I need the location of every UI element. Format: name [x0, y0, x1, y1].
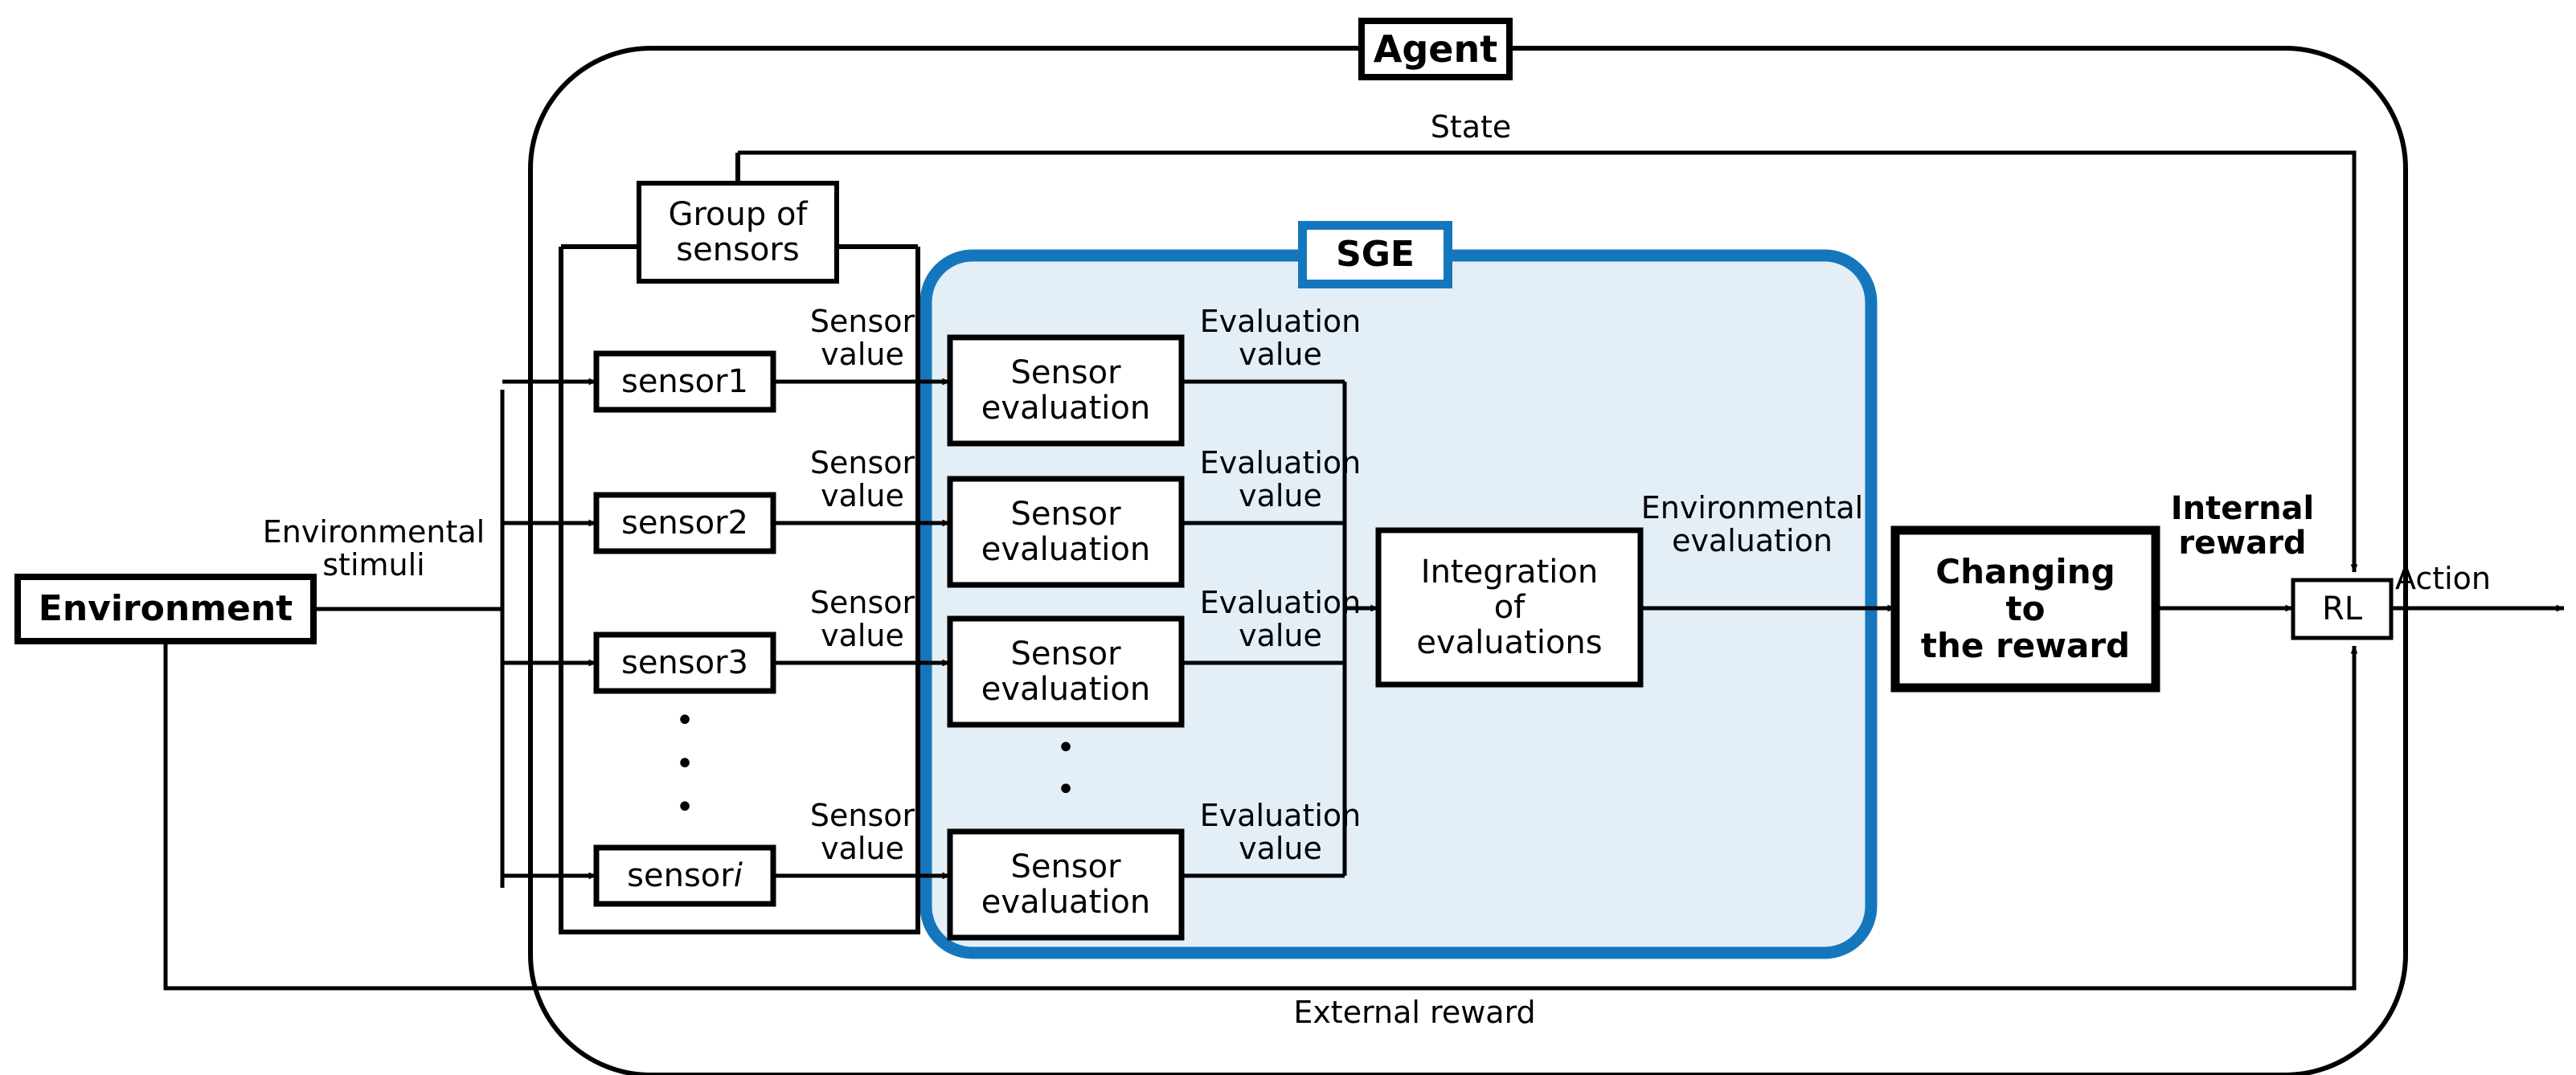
- sensor-evaluation-4-box: [947, 828, 1185, 941]
- integration-of-evaluations-label: Integration of evaluations: [1416, 554, 1603, 661]
- rl-label: RL: [2321, 591, 2363, 627]
- sensor-evaluation-1-label: Sensor evaluation: [981, 354, 1151, 427]
- environment-label: Environment: [38, 587, 293, 629]
- rl-box: [2291, 578, 2394, 640]
- group-of-sensors-label: Group of sensors: [668, 196, 808, 268]
- group-of-sensors-box: [637, 181, 839, 284]
- sge-label: SGE: [1336, 233, 1415, 275]
- agent-label: Agent: [1373, 27, 1498, 71]
- sensor-i-index: i: [733, 857, 743, 894]
- changing-to-the-reward-label: Changing to the reward: [1920, 551, 2131, 666]
- state-feedback-wire: [738, 150, 2358, 573]
- integration-of-evaluations-box: [1375, 527, 1644, 688]
- sensor-i-label: sensor: [627, 857, 734, 894]
- external-reward-wire: [163, 641, 2358, 991]
- changing-to-the-reward-box: [1890, 525, 2160, 693]
- agent-label-box: Agent: [1358, 18, 1513, 80]
- sensor-evaluation-3-label: Sensor evaluation: [981, 636, 1151, 708]
- sensor-i-label-wrap: sensor i: [596, 848, 773, 904]
- sensor-evaluation-2-box: [947, 476, 1185, 588]
- sensor-evaluation-3-box: [947, 615, 1185, 728]
- sensor-evaluation-1-box: [947, 334, 1185, 447]
- sge-label-box: SGE: [1298, 221, 1452, 288]
- sensor2-label: sensor2: [620, 505, 748, 542]
- agent-boundary: [528, 46, 2408, 1075]
- sensor-group-rect: [559, 247, 920, 934]
- sensor3-label: sensor3: [620, 644, 748, 681]
- sensor1-label: sensor1: [620, 363, 748, 400]
- sensor1-box: [593, 350, 776, 413]
- environment-label-wrap: Environment: [18, 577, 313, 641]
- sensor-evaluation-4-label: Sensor evaluation: [981, 848, 1151, 921]
- environment-box: [14, 574, 317, 644]
- sensor-evaluation-2-label: Sensor evaluation: [981, 496, 1151, 568]
